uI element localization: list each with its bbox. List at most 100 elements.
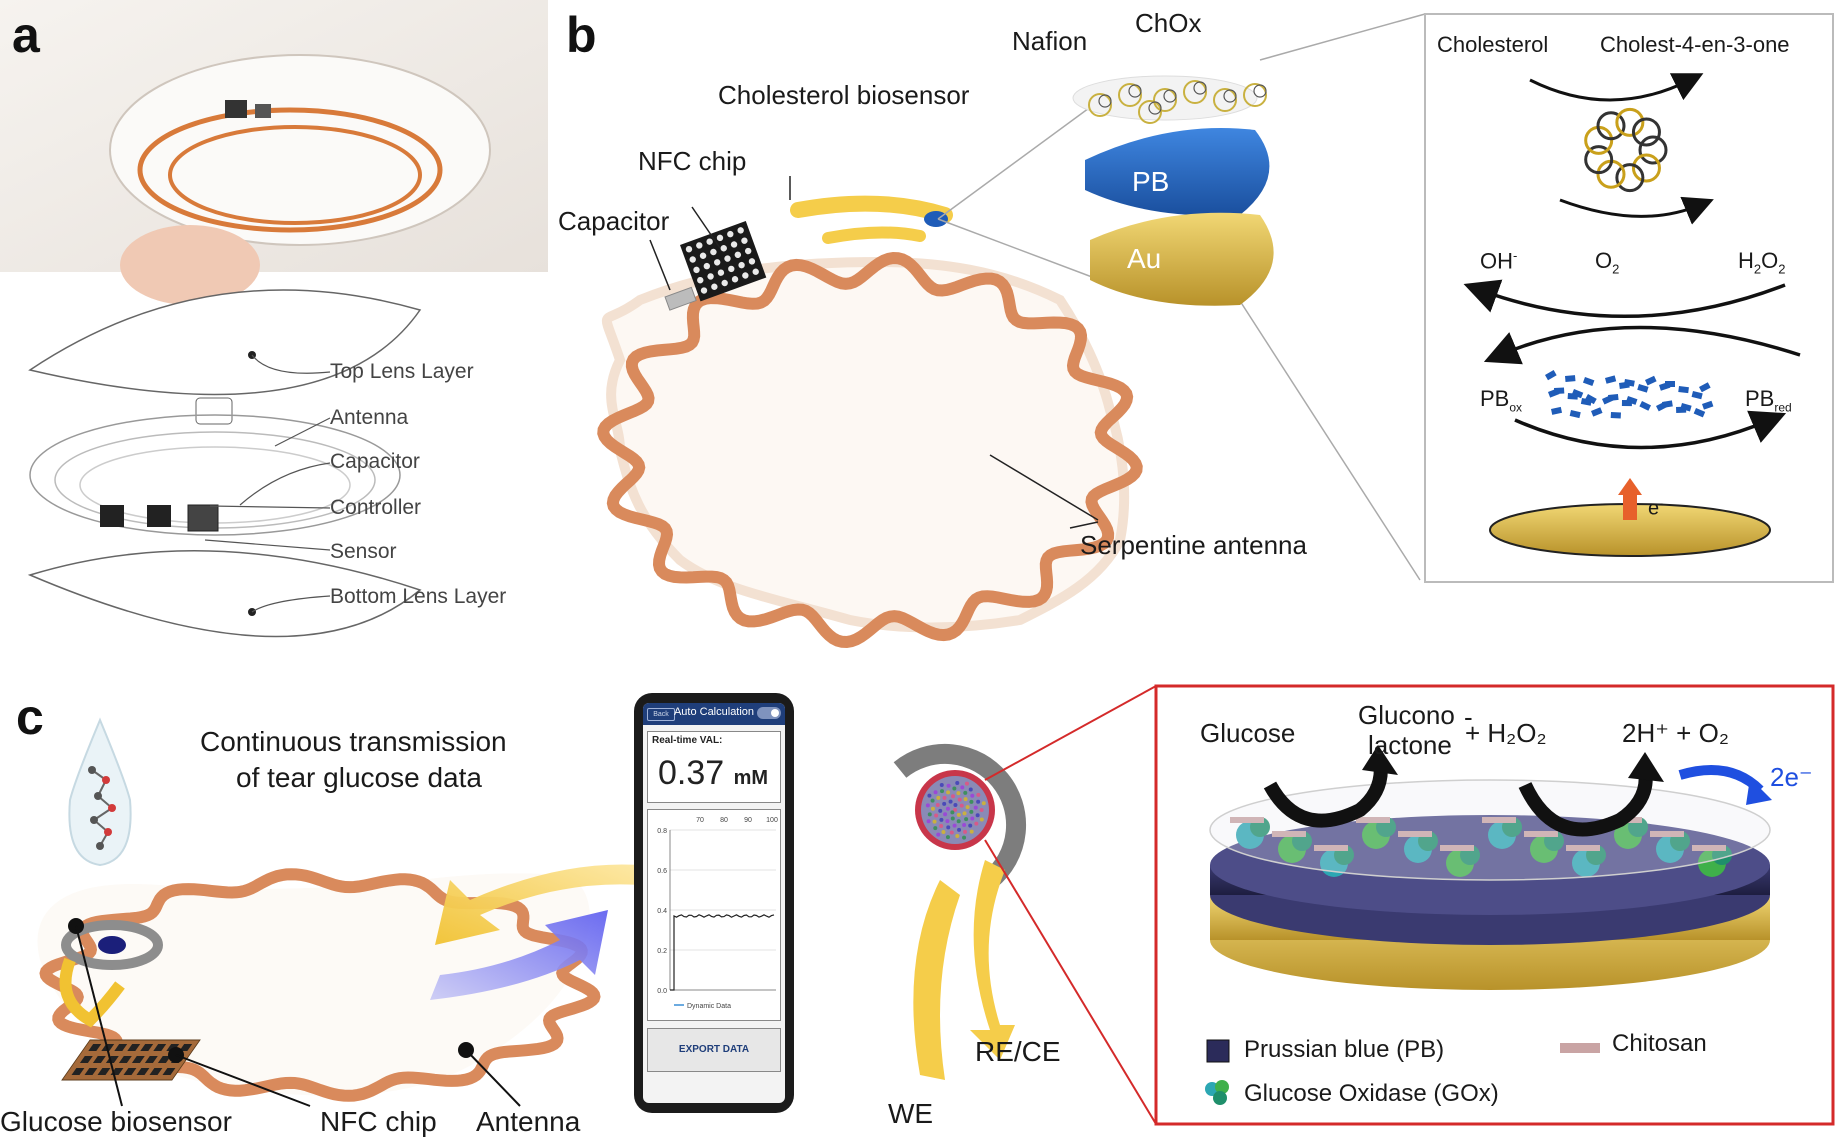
chip-pad (727, 230, 734, 238)
top-lens-layer (28, 289, 422, 396)
lens-outline-b (601, 256, 1130, 633)
chip-pad (697, 276, 704, 284)
chip-pad (713, 259, 721, 266)
speckle (952, 786, 957, 791)
chox-enzyme (1138, 100, 1162, 124)
pb-crystal (1699, 382, 1711, 393)
speckle (936, 832, 941, 837)
speckle (974, 821, 979, 826)
legend-swatch-gox (1205, 1080, 1229, 1105)
speckle (950, 816, 955, 821)
label-sensor: Sensor (330, 540, 397, 563)
speckle (962, 835, 967, 840)
back-button[interactable]: Back (647, 708, 675, 721)
pb-crystal (1610, 412, 1621, 419)
speckle (956, 819, 961, 824)
chip-pad (149, 1068, 163, 1075)
gox-enzyme-cluster (1230, 817, 1732, 877)
chip-pad (92, 1056, 106, 1063)
callout-controller (209, 505, 331, 509)
speckle (932, 819, 937, 824)
chip-pad (118, 1056, 132, 1063)
pb-crystal (1608, 393, 1619, 401)
export-data-button[interactable]: EXPORT DATA (647, 1028, 781, 1072)
speckle (946, 825, 951, 830)
chip-pad (689, 256, 696, 263)
speckle (930, 806, 935, 811)
y-tick-label: 0.0 (657, 988, 667, 995)
series-line (670, 914, 775, 991)
chip-pad (693, 266, 700, 274)
legend-label-gox: Glucose Oxidase (GOx) (1244, 1080, 1499, 1107)
pb-crystals (1544, 370, 1714, 419)
label-capacitor-b: Capacitor (558, 206, 670, 236)
chitosan-strand (1440, 845, 1474, 851)
y-tick-label: 0.4 (657, 908, 667, 915)
pb-crystal (1693, 408, 1706, 418)
label-transmission-line2: of tear glucose data (236, 762, 482, 793)
chip-pad (734, 251, 742, 259)
speckle (959, 803, 964, 808)
speckle (933, 790, 938, 795)
enzyme-helix (1638, 135, 1668, 165)
chip-pad (71, 1068, 85, 1075)
leader-capacitor (649, 239, 671, 291)
label-cholesterol: Cholesterol (1437, 32, 1549, 57)
chox-enzyme-detail (1223, 89, 1237, 103)
chox-enzyme-detail (1163, 89, 1177, 103)
re-ce-ring (893, 743, 1027, 888)
serpentine-antenna-trace (597, 251, 1143, 649)
chip-pad (685, 245, 693, 253)
legend-label-pb: Prussian blue (PB) (1244, 1036, 1445, 1063)
pb-crystal (1645, 375, 1657, 386)
speckle (957, 827, 962, 832)
speckle (927, 812, 932, 817)
zoom-line-1 (937, 99, 1101, 220)
enzyme-helix (1596, 111, 1626, 141)
realtime-value-wrap: 0.37 mM (658, 754, 768, 793)
leader-serpentine-b (989, 454, 1099, 521)
speckle (930, 798, 935, 803)
chox-enzyme (1153, 88, 1177, 112)
label-au-layer: Au (1127, 243, 1162, 274)
speckle (973, 805, 978, 810)
speckle (953, 808, 957, 812)
chip-pad (720, 245, 727, 252)
h2o2-arrow (1518, 768, 1653, 837)
speckle (940, 789, 945, 794)
speckle (968, 823, 973, 828)
pb-crystal (1691, 390, 1703, 400)
chip-pad (699, 252, 707, 259)
pb-crystal (1639, 401, 1651, 411)
lens-antenna-trace (137, 107, 443, 233)
pb-crystal (1569, 409, 1581, 419)
label-top-lens-layer: Top Lens Layer (330, 360, 474, 383)
lower-pb-arrow (1514, 410, 1787, 450)
speckle (969, 809, 974, 814)
chitosan-strand (1650, 831, 1684, 837)
toggle-switch[interactable] (757, 707, 781, 719)
label-cholestenone: Cholest-4-en-3-one (1600, 32, 1790, 57)
speckle (938, 808, 943, 813)
label-controller: Controller (330, 496, 422, 519)
speckle (948, 799, 953, 804)
callout-antenna (274, 417, 331, 447)
chip-pad (127, 1044, 141, 1051)
chip-pad (123, 1068, 137, 1075)
speckle (933, 826, 938, 831)
speckle (939, 824, 944, 829)
pb-crystal (1623, 378, 1635, 387)
chip-pad (179, 1044, 193, 1051)
chip-pad (730, 241, 738, 248)
pb-crystal (1553, 387, 1565, 394)
label-transmission-line1: Continuous transmission (200, 726, 507, 757)
chox-enzyme-detail (1148, 101, 1162, 115)
speckle (955, 781, 960, 786)
au-layer (1090, 212, 1274, 306)
realtime-unit: mM (733, 767, 769, 789)
chip-pad (79, 1056, 93, 1063)
speckle (946, 790, 951, 795)
speckle (935, 802, 940, 807)
